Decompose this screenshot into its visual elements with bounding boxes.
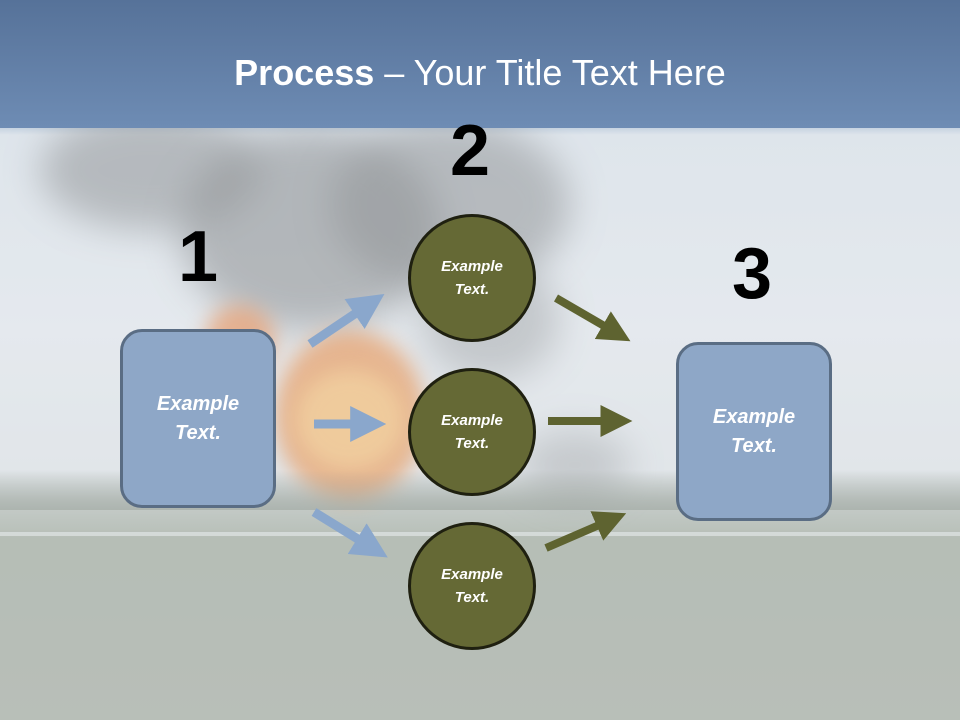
step-number-2: 2 bbox=[450, 111, 491, 191]
step-number-1: 1 bbox=[178, 217, 219, 297]
step-2-circle-middle: Example Text. bbox=[408, 368, 536, 496]
arrow-1-to-top bbox=[307, 293, 385, 348]
arrow-top-to-3 bbox=[553, 294, 631, 342]
arrow-1-to-bottom bbox=[311, 508, 388, 558]
step-3-box: Example Text. bbox=[676, 342, 832, 521]
title-bold: Process bbox=[234, 52, 375, 93]
title-rest: – Your Title Text Here bbox=[374, 52, 726, 93]
arrow-bottom-to-3 bbox=[544, 511, 627, 552]
title-band bbox=[0, 0, 960, 128]
step-number-3: 3 bbox=[732, 234, 773, 314]
step-1-box: Example Text. bbox=[120, 329, 276, 508]
step-2-circle-bottom: Example Text. bbox=[408, 522, 536, 650]
step-2-circle-top: Example Text. bbox=[408, 214, 536, 342]
slide-title: Process – Your Title Text Here bbox=[0, 52, 960, 94]
